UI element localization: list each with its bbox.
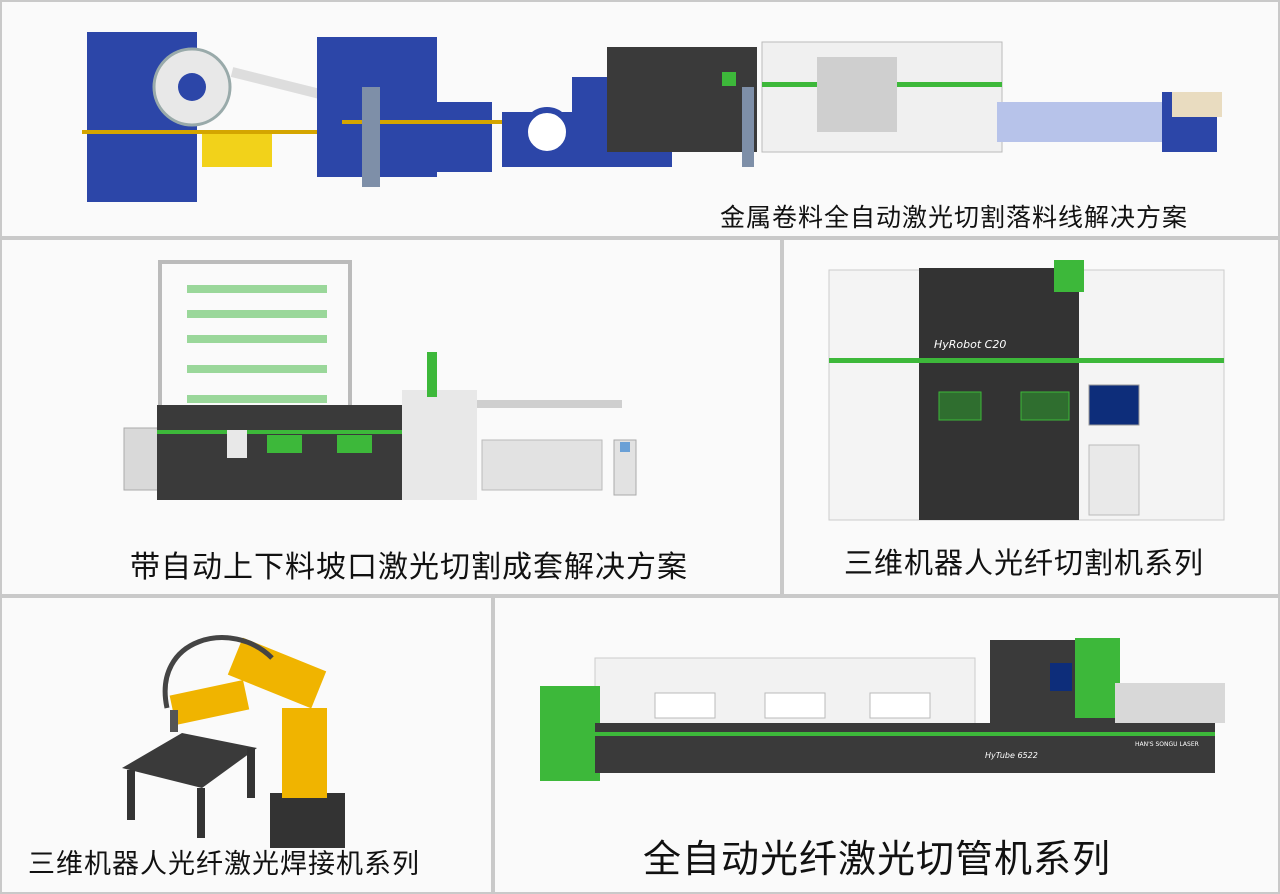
maker-label: HAN'S SONGU LASER — [1135, 741, 1199, 748]
caption-auto-loading-bevel-cutting: 带自动上下料坡口激光切割成套解决方案 — [130, 550, 688, 585]
robot-brand-label: HyRobot C20 — [934, 338, 1006, 351]
loading-system-illustration — [123, 260, 637, 500]
caption-tube-cutting: 全自动光纤激光切管机系列 — [643, 837, 1112, 881]
tube-cutter-illustration: HyTube 6522 HAN'S SONGU LASER — [540, 638, 1225, 781]
robot-cabin-illustration: HyRobot C20 — [828, 260, 1225, 521]
coil-line-illustration — [82, 32, 1222, 202]
welding-robot-illustration — [122, 635, 345, 848]
panel-3d-robot-fiber-cutting: HyRobot C20 三维机器人光纤切割机系列 — [784, 240, 1278, 594]
panel-auto-loading-bevel-cutting: 带自动上下料坡口激光切割成套解决方案 — [2, 240, 780, 594]
caption-3d-robot-fiber-cutting: 三维机器人光纤切割机系列 — [844, 546, 1205, 580]
panel-3d-robot-welding: 三维机器人光纤激光焊接机系列 — [2, 598, 491, 892]
tube-brand-label: HyTube 6522 — [985, 751, 1038, 760]
panel-coil-blanking-line: 金属卷料全自动激光切割落料线解决方案 — [2, 2, 1278, 236]
caption-3d-robot-welding: 三维机器人光纤激光焊接机系列 — [28, 849, 420, 880]
caption-coil-blanking-line: 金属卷料全自动激光切割落料线解决方案 — [720, 203, 1189, 232]
panel-tube-cutting: HyTube 6522 HAN'S SONGU LASER 全自动光纤激光切管机… — [495, 598, 1278, 892]
